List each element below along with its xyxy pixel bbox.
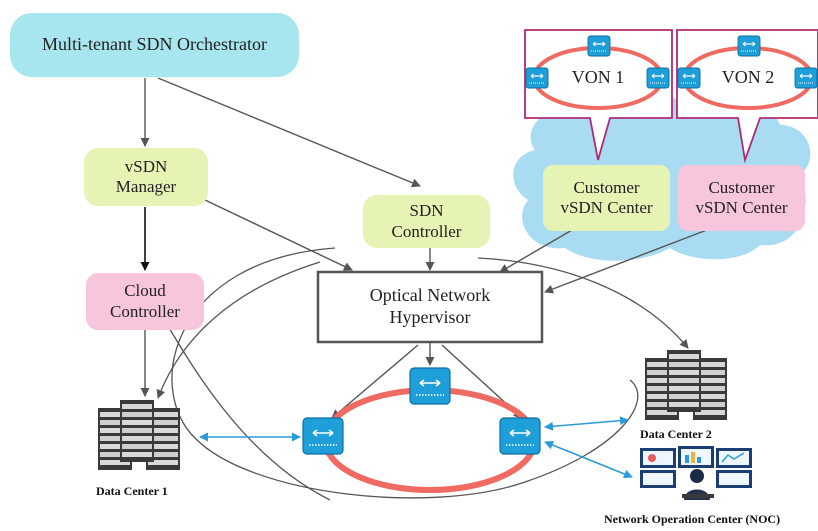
von-2-right-switch-icon: [794, 67, 818, 89]
dc1-control-arrow: [156, 261, 321, 399]
vsdn-manager-label: vSDN Manager: [115, 156, 177, 196]
right-switch-icon: [499, 417, 541, 455]
von-2-callout: [676, 29, 818, 164]
noc-operator-icon: [640, 446, 752, 500]
cloud-controller-label: Cloud Controller: [110, 281, 180, 321]
sdn-controller-label: SDN Controller: [391, 201, 462, 241]
von-1-label: VON 1: [571, 67, 625, 88]
customer1-to-hypervisor-arrow: [499, 229, 573, 273]
noc-label: Network Operation Center (NOC): [604, 512, 781, 526]
customer-center-1-box: Customer vSDN Center: [543, 165, 670, 231]
orchestrator-to-controller-arrow: [157, 77, 421, 188]
cloud-controller-arc: [167, 325, 331, 501]
von-1-callout: [524, 29, 673, 161]
von-1-label-box: VON 1: [560, 64, 636, 92]
hypervisor-to-left-switch-arrow: [331, 344, 419, 419]
hypervisor-frame: [316, 270, 544, 344]
customer-center-2-box: Customer vSDN Center: [678, 165, 805, 231]
data-center-1-label: Data Center 1: [96, 484, 168, 498]
orchestrator-box: Multi-tenant SDN Orchestrator: [10, 13, 299, 77]
data-center-1-server-icon: [98, 400, 180, 470]
top-switch-icon: [409, 367, 451, 405]
von-1-right-switch-icon: [646, 67, 670, 89]
sdn-controller-box: SDN Controller: [363, 195, 490, 248]
von-1-top-switch-icon: [587, 35, 611, 57]
von-2-top-switch-icon: [737, 35, 761, 57]
hypervisor-box: Optical Network Hypervisor: [320, 274, 540, 340]
von-2-label: VON 2: [721, 67, 775, 88]
left-switch-icon: [302, 417, 344, 455]
data-center-2-server-icon: [645, 350, 727, 420]
hypervisor-label: Optical Network Hypervisor: [369, 285, 491, 327]
data-center-2-label: Data Center 2: [640, 427, 712, 441]
von-2-label-box: VON 2: [710, 64, 786, 92]
noc-link: [544, 440, 633, 479]
customer2-to-hypervisor-arrow: [544, 227, 713, 294]
von-2-left-switch-icon: [677, 67, 701, 89]
vsdn-manager-box: vSDN Manager: [84, 148, 208, 206]
von-1-left-switch-icon: [525, 67, 549, 89]
customer-center-2-label: Customer vSDN Center: [695, 177, 788, 217]
orchestrator-label: Multi-tenant SDN Orchestrator: [42, 34, 267, 55]
dc2-link: [544, 416, 629, 431]
manager-to-hypervisor-arrow: [204, 199, 353, 271]
cloud-controller-box: Cloud Controller: [86, 273, 204, 330]
dc2-control-arrow: [477, 257, 689, 349]
customer-center-1-label: Customer vSDN Center: [560, 177, 653, 217]
